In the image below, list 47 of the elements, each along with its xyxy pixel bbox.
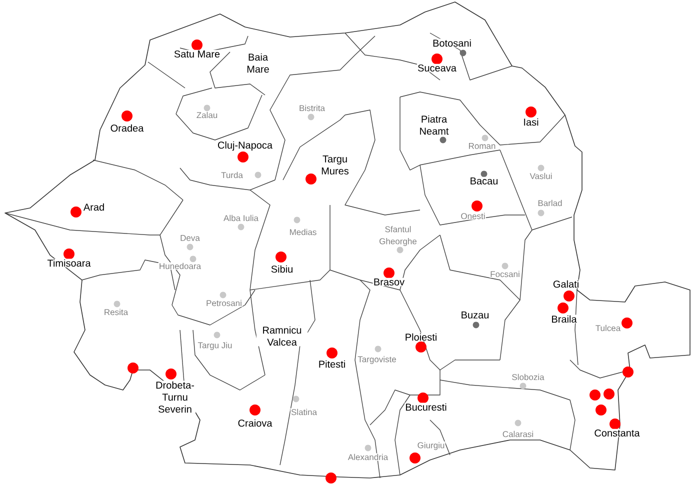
city-label: Petrosani xyxy=(205,299,243,307)
city-label: Craiova xyxy=(237,418,273,428)
city-label: Ramnicu Valcea xyxy=(256,326,308,346)
city-label: Oradea xyxy=(110,124,144,132)
city-label: Targu Mures xyxy=(316,154,354,176)
city-label: Pitesti xyxy=(318,360,346,368)
city-label: Cluj-Napoca xyxy=(216,140,274,152)
city-label: Giurgiu xyxy=(416,441,446,451)
city-label: Braila xyxy=(550,314,578,324)
city-label: Piatra Neamt xyxy=(413,114,455,136)
city-label: Sibiu xyxy=(270,264,294,274)
city-label: Iasi xyxy=(522,118,540,126)
city-label: Buzau xyxy=(460,310,490,320)
city-label: Zalau xyxy=(196,111,218,119)
city-label: Botosani xyxy=(432,38,472,48)
city-label: Alexandria xyxy=(347,453,389,461)
city-label: Brasov xyxy=(372,278,406,286)
city-label: Roman xyxy=(468,142,496,150)
city-label: Baia Mare xyxy=(242,52,274,74)
city-label: Calarasi xyxy=(502,430,534,438)
city-label: Slatina xyxy=(290,408,318,416)
city-label: Drobeta-Turnu Severin xyxy=(154,380,196,414)
city-label: Bistrita xyxy=(298,104,326,112)
city-label: Ploiesti xyxy=(404,332,438,342)
city-label: Galati xyxy=(552,280,580,288)
city-label: Barlad xyxy=(537,199,563,207)
city-label: Satu Mare xyxy=(173,50,221,58)
city-label: Focsani xyxy=(490,270,520,278)
city-label: Bucuresti xyxy=(404,402,448,412)
city-label: Alba Iulia xyxy=(222,214,260,222)
city-label: Deva xyxy=(179,234,201,242)
city-label: Hunedoara xyxy=(158,262,202,270)
city-label: Targoviste xyxy=(357,355,397,365)
city-label: Tulcea xyxy=(594,324,622,332)
city-label: Suceava xyxy=(416,64,458,72)
city-label: Timisoara xyxy=(46,258,92,268)
city-label: Vaslui xyxy=(529,172,553,180)
city-label: Turda xyxy=(220,171,244,179)
city-label: Targu Jiu xyxy=(197,341,233,351)
city-label: Medias xyxy=(288,228,318,236)
city-label: Constanta xyxy=(594,428,640,438)
city-label: Slobozia xyxy=(511,373,545,381)
city-label: Sfantul Gheorghe xyxy=(374,225,422,247)
city-label: Bacau xyxy=(469,176,499,186)
city-label: Resita xyxy=(103,308,129,316)
city-label: Onesti xyxy=(460,212,486,220)
city-label: Arad xyxy=(82,202,106,212)
